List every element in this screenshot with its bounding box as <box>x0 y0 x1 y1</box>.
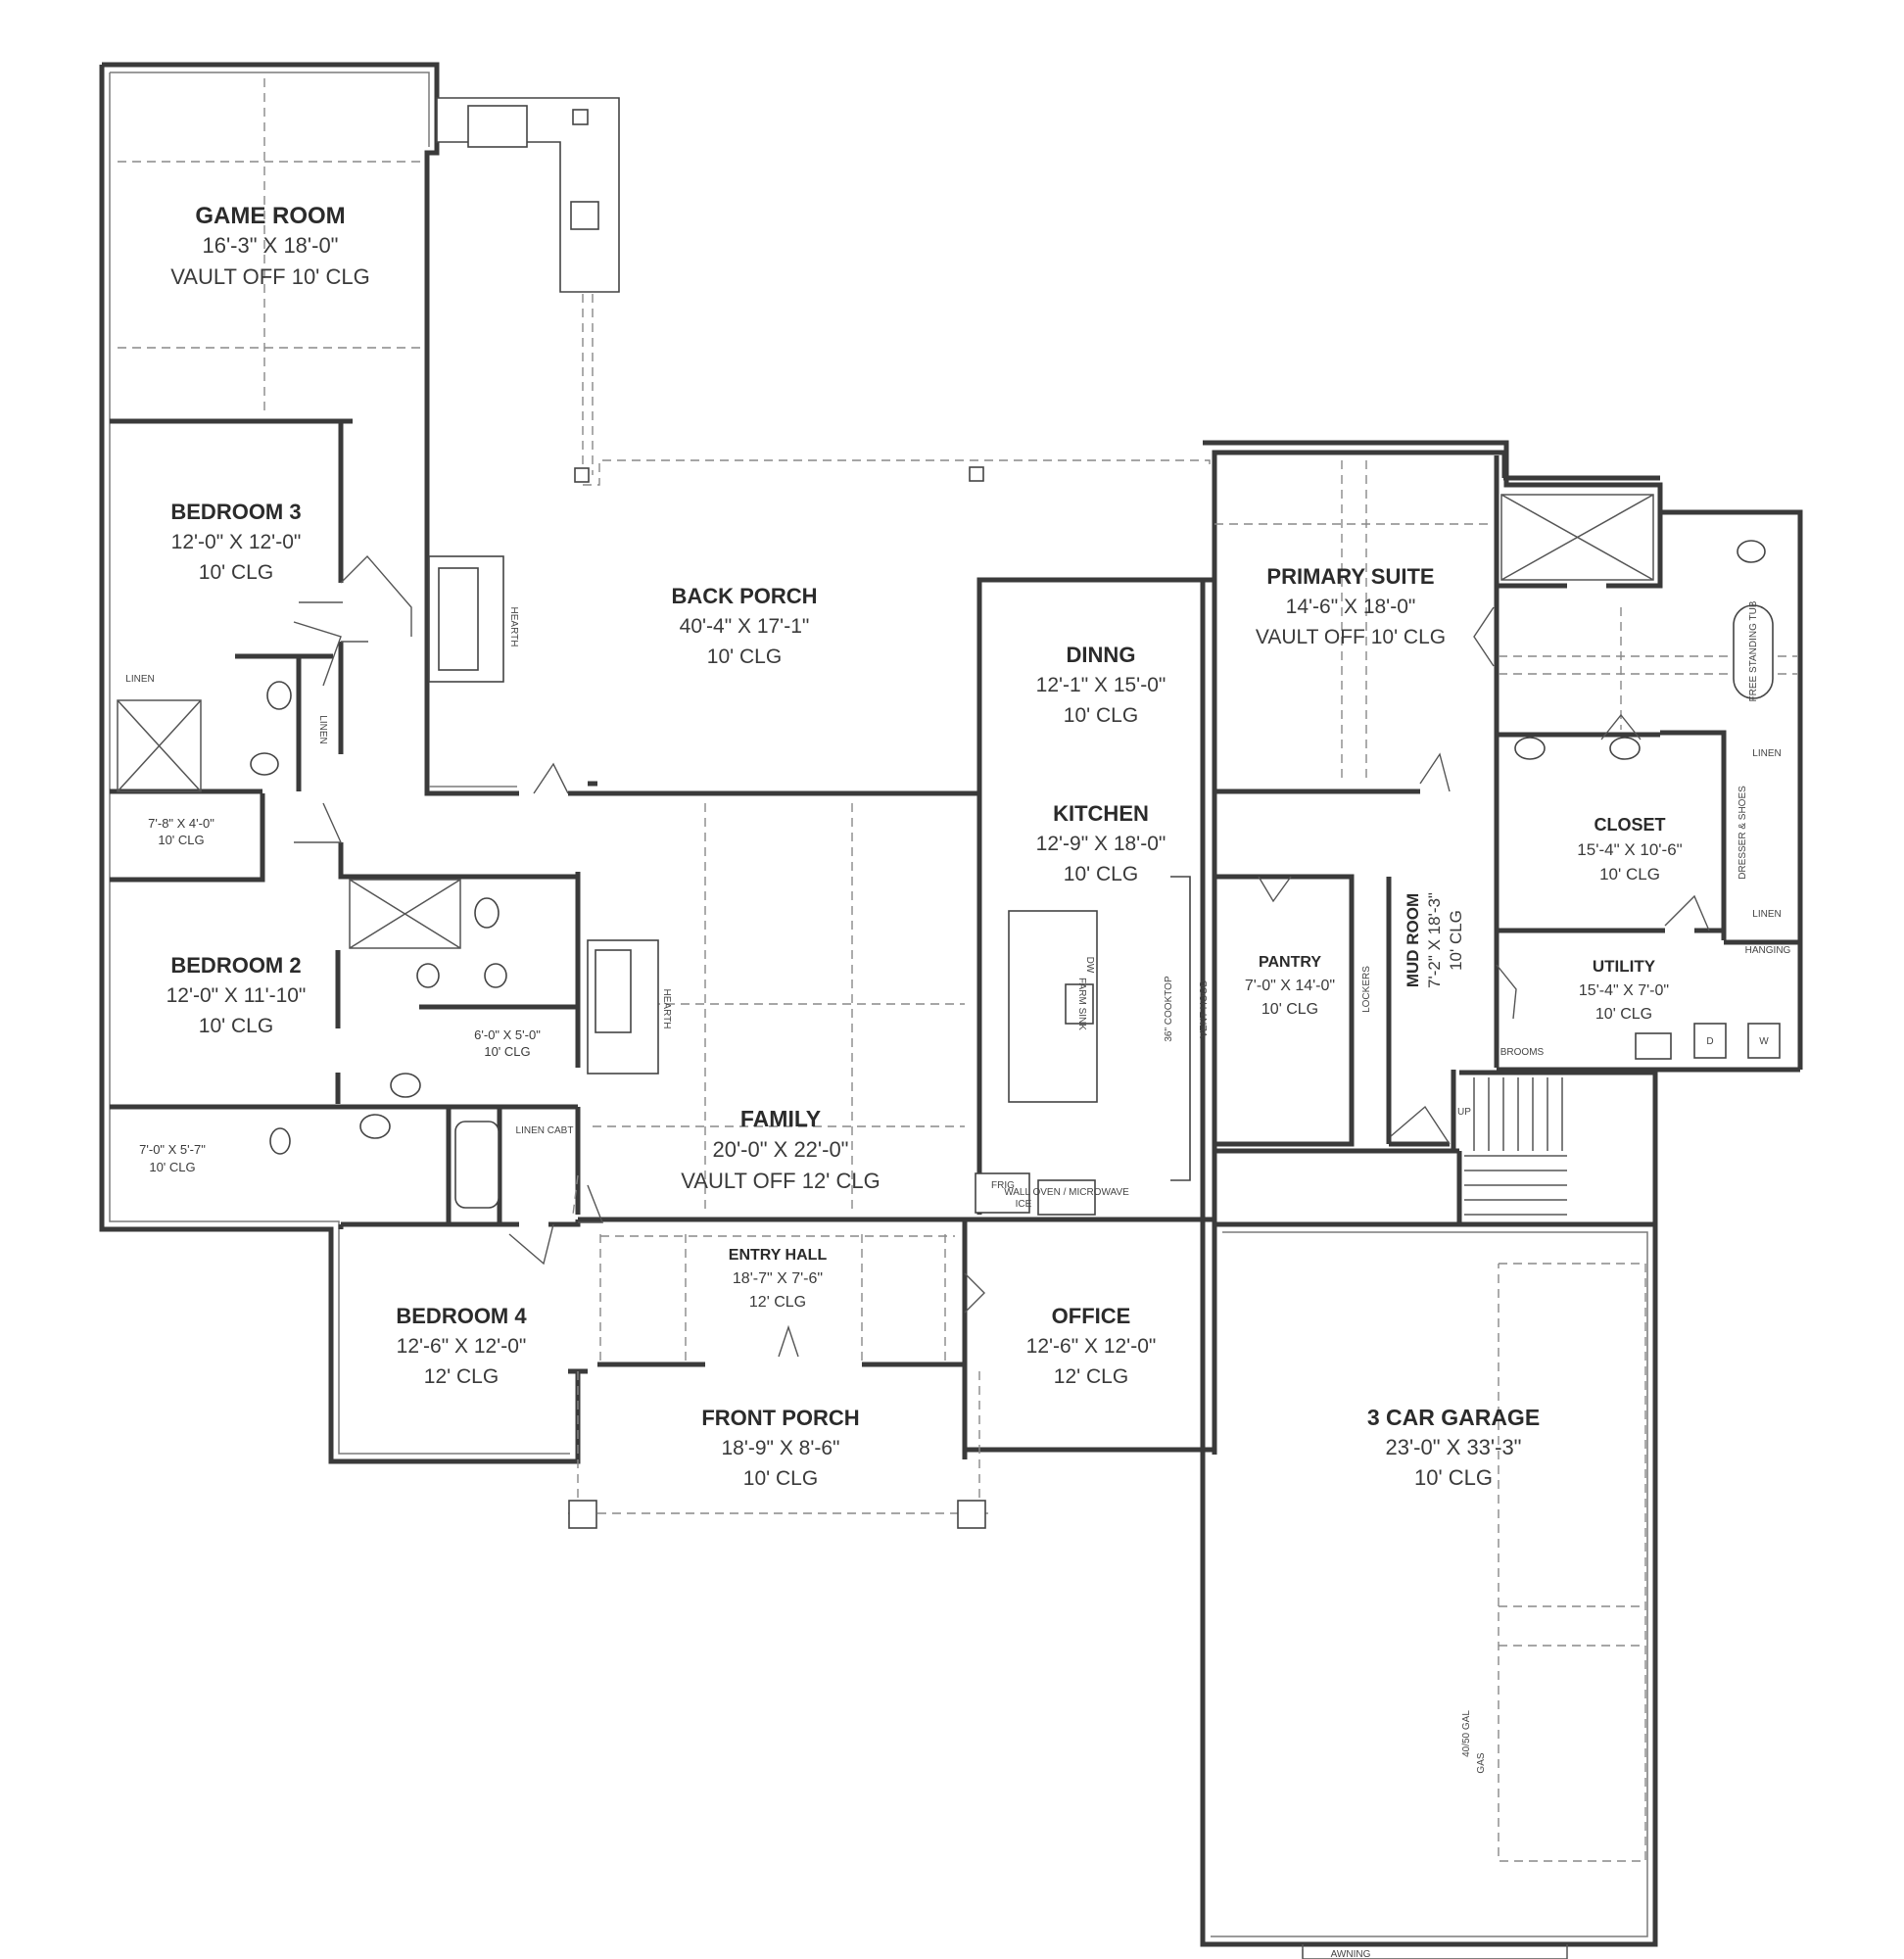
pantry-dim: 7'-0" X 14'-0" <box>1245 978 1335 994</box>
linen-cabt-label: LINEN CABT <box>516 1125 574 1136</box>
lockers-label: LOCKERS <box>1361 966 1372 1013</box>
hearth-label-porch: HEARTH <box>508 607 519 647</box>
outdoor-kitchen <box>436 97 620 293</box>
utility-name: UTILITY <box>1593 957 1656 976</box>
dw-label: DW <box>1084 957 1095 974</box>
showers <box>117 494 1654 949</box>
hanging-label: HANGING <box>1745 945 1791 956</box>
linen-label-bed3: LINEN <box>125 674 154 685</box>
linen-label-closet-top: LINEN <box>1752 748 1781 759</box>
dresser-shoes-label: DRESSER & SHOES <box>1737 786 1748 880</box>
primary-suite-name: PRIMARY SUITE <box>1266 564 1434 589</box>
hearth-label-family: HEARTH <box>661 989 672 1029</box>
frig-label: FRIG <box>991 1180 1015 1191</box>
family-dim: 20'-0" X 22'-0" <box>713 1137 849 1162</box>
bedroom3-name: BEDROOM 3 <box>170 500 301 524</box>
kitchen-fixtures <box>975 876 1191 1216</box>
brooms-label: BROOMS <box>1500 1047 1545 1058</box>
front-porch-dim: 18'-9" X 8'-6" <box>722 1437 840 1459</box>
dinning-clg: 10' CLG <box>1064 704 1138 727</box>
utility-clg: 10' CLG <box>1595 1006 1652 1023</box>
mud-room-name: MUD ROOM <box>1404 893 1422 987</box>
bedroom2-clg: 10' CLG <box>199 1015 273 1037</box>
washer-label: W <box>1759 1036 1769 1047</box>
bedroom4-clg: 12' CLG <box>424 1365 499 1388</box>
farm-sink-label: FARM SINK <box>1076 978 1087 1030</box>
game-room-name: GAME ROOM <box>195 203 345 229</box>
ceiling-lines <box>118 78 1797 1959</box>
primary-suite-clg: VAULT OFF 10' CLG <box>1256 626 1446 648</box>
garage-dim: 23'-0" X 33'-3" <box>1386 1435 1522 1459</box>
dinning-name: DINNG <box>1067 643 1136 667</box>
office-clg: 12' CLG <box>1054 1365 1128 1388</box>
bath2-clg: 10' CLG <box>484 1044 530 1059</box>
back-porch-name: BACK PORCH <box>671 584 817 608</box>
garage-clg: 10' CLG <box>1414 1465 1493 1490</box>
bedroom3-dim: 12'-0" X 12'-0" <box>171 531 302 553</box>
closet-clg: 10' CLG <box>1599 865 1660 884</box>
small-labels: LINEN LINEN LINEN CABT HEARTH HEARTH LOC… <box>125 600 1790 1959</box>
awning-label: AWNING <box>1331 1949 1371 1959</box>
back-porch-dim: 40'-4" X 17'-1" <box>680 615 810 638</box>
bedroom3-clg: 10' CLG <box>199 561 273 584</box>
closet-dim: 15'-4" X 10'-6" <box>1577 840 1682 859</box>
awning-outline <box>1302 1944 1568 1959</box>
utility-dim: 15'-4" X 7'-0" <box>1579 982 1669 999</box>
game-room-clg: VAULT OFF 10' CLG <box>170 264 369 289</box>
room-labels: GAME ROOM 16'-3" X 18'-0" VAULT OFF 10' … <box>139 203 1683 1490</box>
bath3-dim: 7'-8" X 4'-0" <box>148 816 214 831</box>
closet-name: CLOSET <box>1594 815 1665 835</box>
bath-fixtures <box>250 540 1781 1209</box>
family-clg: VAULT OFF 12' CLG <box>681 1169 880 1193</box>
game-room-dim: 16'-3" X 18'-0" <box>203 233 339 258</box>
bath3-clg: 10' CLG <box>158 833 204 847</box>
pantry-name: PANTRY <box>1259 954 1321 971</box>
entry-hall-dim: 18'-7" X 7'-6" <box>733 1270 823 1287</box>
front-porch-name: FRONT PORCH <box>701 1406 859 1430</box>
gas-label: GAS <box>1476 1752 1487 1773</box>
office-name: OFFICE <box>1052 1304 1131 1328</box>
entry-hall-clg: 12' CLG <box>749 1294 806 1311</box>
family-name: FAMILY <box>740 1106 821 1131</box>
entry-hall-name: ENTRY HALL <box>729 1247 828 1264</box>
water-heater-label: 40/50 GAL <box>1461 1710 1472 1757</box>
posts <box>568 466 986 1529</box>
linen-label-closet-bottom: LINEN <box>1752 909 1781 920</box>
doors <box>293 554 1710 1358</box>
up-label: UP <box>1457 1107 1471 1118</box>
bedroom4-dim: 12'-6" X 12'-0" <box>397 1335 527 1358</box>
walls <box>99 62 1803 1947</box>
cooktop-label: 36" COOKTOP <box>1164 976 1174 1042</box>
bedroom2-name: BEDROOM 2 <box>170 953 301 978</box>
bath4-clg: 10' CLG <box>149 1160 195 1174</box>
bedroom4-name: BEDROOM 4 <box>396 1304 527 1328</box>
wall-oven-label: WALL OVEN / MICROWAVE <box>1004 1187 1129 1198</box>
kitchen-name: KITCHEN <box>1053 801 1149 826</box>
back-porch-clg: 10' CLG <box>707 645 782 668</box>
dinning-dim: 12'-1" X 15'-0" <box>1036 674 1166 696</box>
fireplaces <box>428 555 659 1075</box>
pantry-clg: 10' CLG <box>1261 1001 1318 1018</box>
mud-room-label: MUD ROOM 7'-2" X 18'-3" 10' CLG <box>1404 892 1465 988</box>
front-porch-clg: 10' CLG <box>743 1467 818 1490</box>
office-dim: 12'-6" X 12'-0" <box>1026 1335 1157 1358</box>
bath2-dim: 6'-0" X 5'-0" <box>474 1027 541 1042</box>
garage-name: 3 CAR GARAGE <box>1367 1405 1540 1430</box>
kitchen-clg: 10' CLG <box>1064 863 1138 885</box>
primary-suite-dim: 14'-6" X 18'-0" <box>1286 596 1416 618</box>
ice-label: ICE <box>1016 1199 1032 1210</box>
mud-room-dim: 7'-2" X 18'-3" <box>1425 892 1444 988</box>
dryer-label: D <box>1706 1036 1713 1047</box>
kitchen-dim: 12'-9" X 18'-0" <box>1036 833 1166 855</box>
mud-room-clg: 10' CLG <box>1447 910 1465 971</box>
free-standing-tub-label: FREE STANDING TUB <box>1748 600 1759 701</box>
vent-hood-label: VENT HOOD <box>1199 980 1210 1037</box>
bath4-dim: 7'-0" X 5'-7" <box>139 1142 206 1157</box>
linen-label-bath3: LINEN <box>317 715 328 743</box>
stairs <box>1464 1077 1567 1216</box>
bedroom2-dim: 12'-0" X 11'-10" <box>167 984 307 1007</box>
